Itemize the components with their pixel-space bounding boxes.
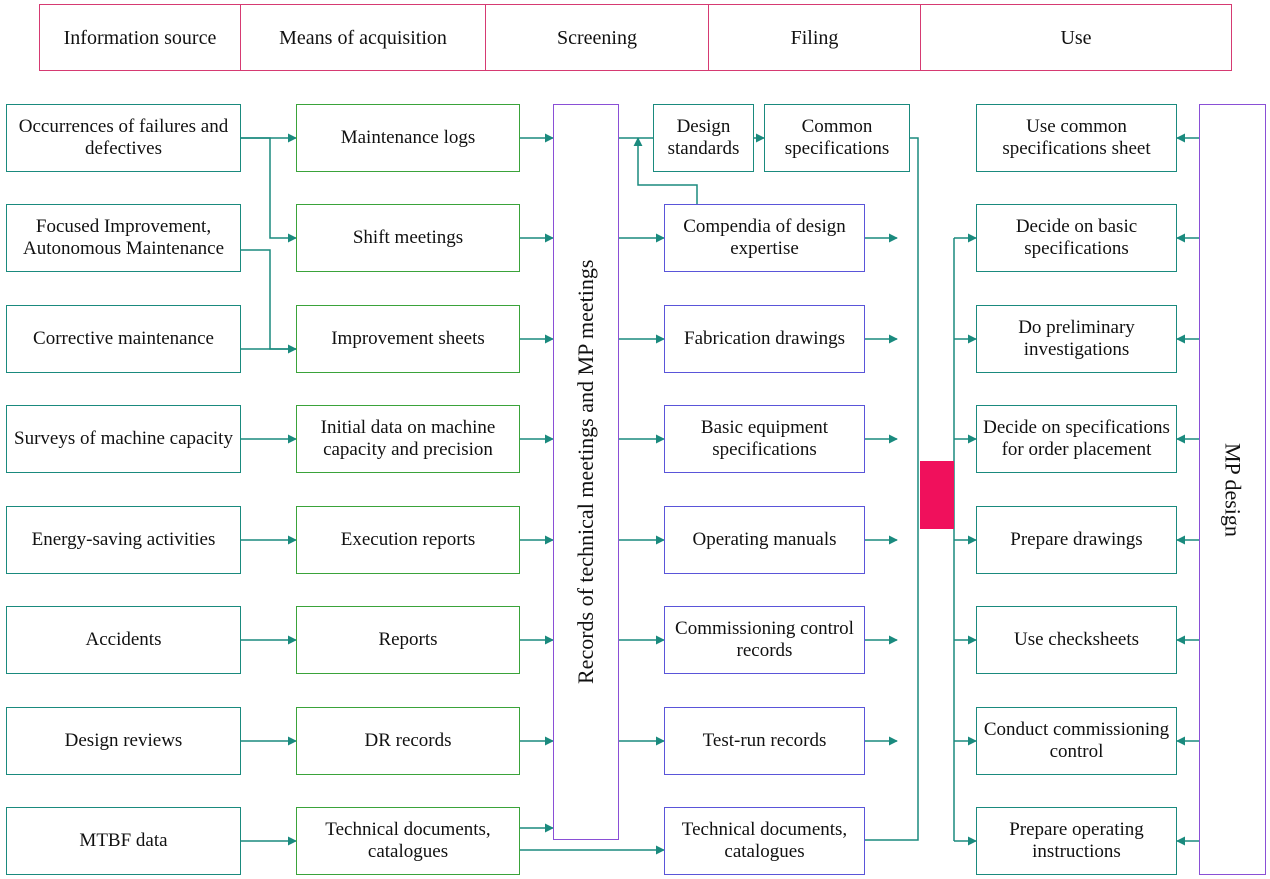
use-box: Use checksheets <box>976 606 1177 674</box>
feedback-arrow <box>633 137 698 204</box>
source-box: Focused Improvement, Autonomous Maintena… <box>6 204 241 272</box>
header-screening: Screening <box>485 4 709 71</box>
header-information-source: Information source <box>39 4 241 71</box>
use-box: Decide on specifications for order place… <box>976 405 1177 473</box>
source-to-acquisition-arrow <box>241 137 297 243</box>
source-box: MTBF data <box>6 807 241 875</box>
filing-design-standards: Design standards <box>653 104 754 172</box>
source-box: Occurrences of failures and defectives <box>6 104 241 172</box>
source-box: Surveys of machine capacity <box>6 405 241 473</box>
use-box: Use common specifications sheet <box>976 104 1177 172</box>
acquisition-box: Execution reports <box>296 506 520 574</box>
header-filing: Filing <box>708 4 921 71</box>
acquisition-box: Reports <box>296 606 520 674</box>
header-use: Use <box>920 4 1232 71</box>
source-box: Corrective maintenance <box>6 305 241 373</box>
acquisition-box: Shift meetings <box>296 204 520 272</box>
source-box: Energy-saving activities <box>6 506 241 574</box>
use-box: Prepare operating instructions <box>976 807 1177 875</box>
acquisition-box: Technical documents, catalogues <box>296 807 520 875</box>
source-to-acquisition-arrow <box>241 249 297 354</box>
filing-box: Basic equipment specifications <box>664 405 865 473</box>
filing-box: Test-run records <box>664 707 865 775</box>
acquisition-box: Maintenance logs <box>296 104 520 172</box>
header-means-of-acquisition: Means of acquisition <box>240 4 486 71</box>
source-box: Accidents <box>6 606 241 674</box>
filing-box: Commissioning control records <box>664 606 865 674</box>
use-box: Do preliminary investigations <box>976 305 1177 373</box>
filing-bus-line <box>865 137 919 841</box>
filing-common-specifications: Common specifications <box>764 104 910 172</box>
acquisition-box: Improvement sheets <box>296 305 520 373</box>
acquisition-box: Initial data on machine capacity and pre… <box>296 405 520 473</box>
screening-records-box: Records of technical meetings and MP mee… <box>553 104 619 840</box>
source-box: Design reviews <box>6 707 241 775</box>
filing-to-use-junction <box>920 461 954 529</box>
filing-box: Compendia of design expertise <box>664 204 865 272</box>
use-box: Conduct commissioning control <box>976 707 1177 775</box>
filing-box: Technical documents, catalogues <box>664 807 865 875</box>
mp-design-box: MP design <box>1199 104 1266 875</box>
filing-box: Operating manuals <box>664 506 865 574</box>
use-box: Decide on basic specifications <box>976 204 1177 272</box>
filing-box: Fabrication drawings <box>664 305 865 373</box>
use-box: Prepare drawings <box>976 506 1177 574</box>
acquisition-box: DR records <box>296 707 520 775</box>
